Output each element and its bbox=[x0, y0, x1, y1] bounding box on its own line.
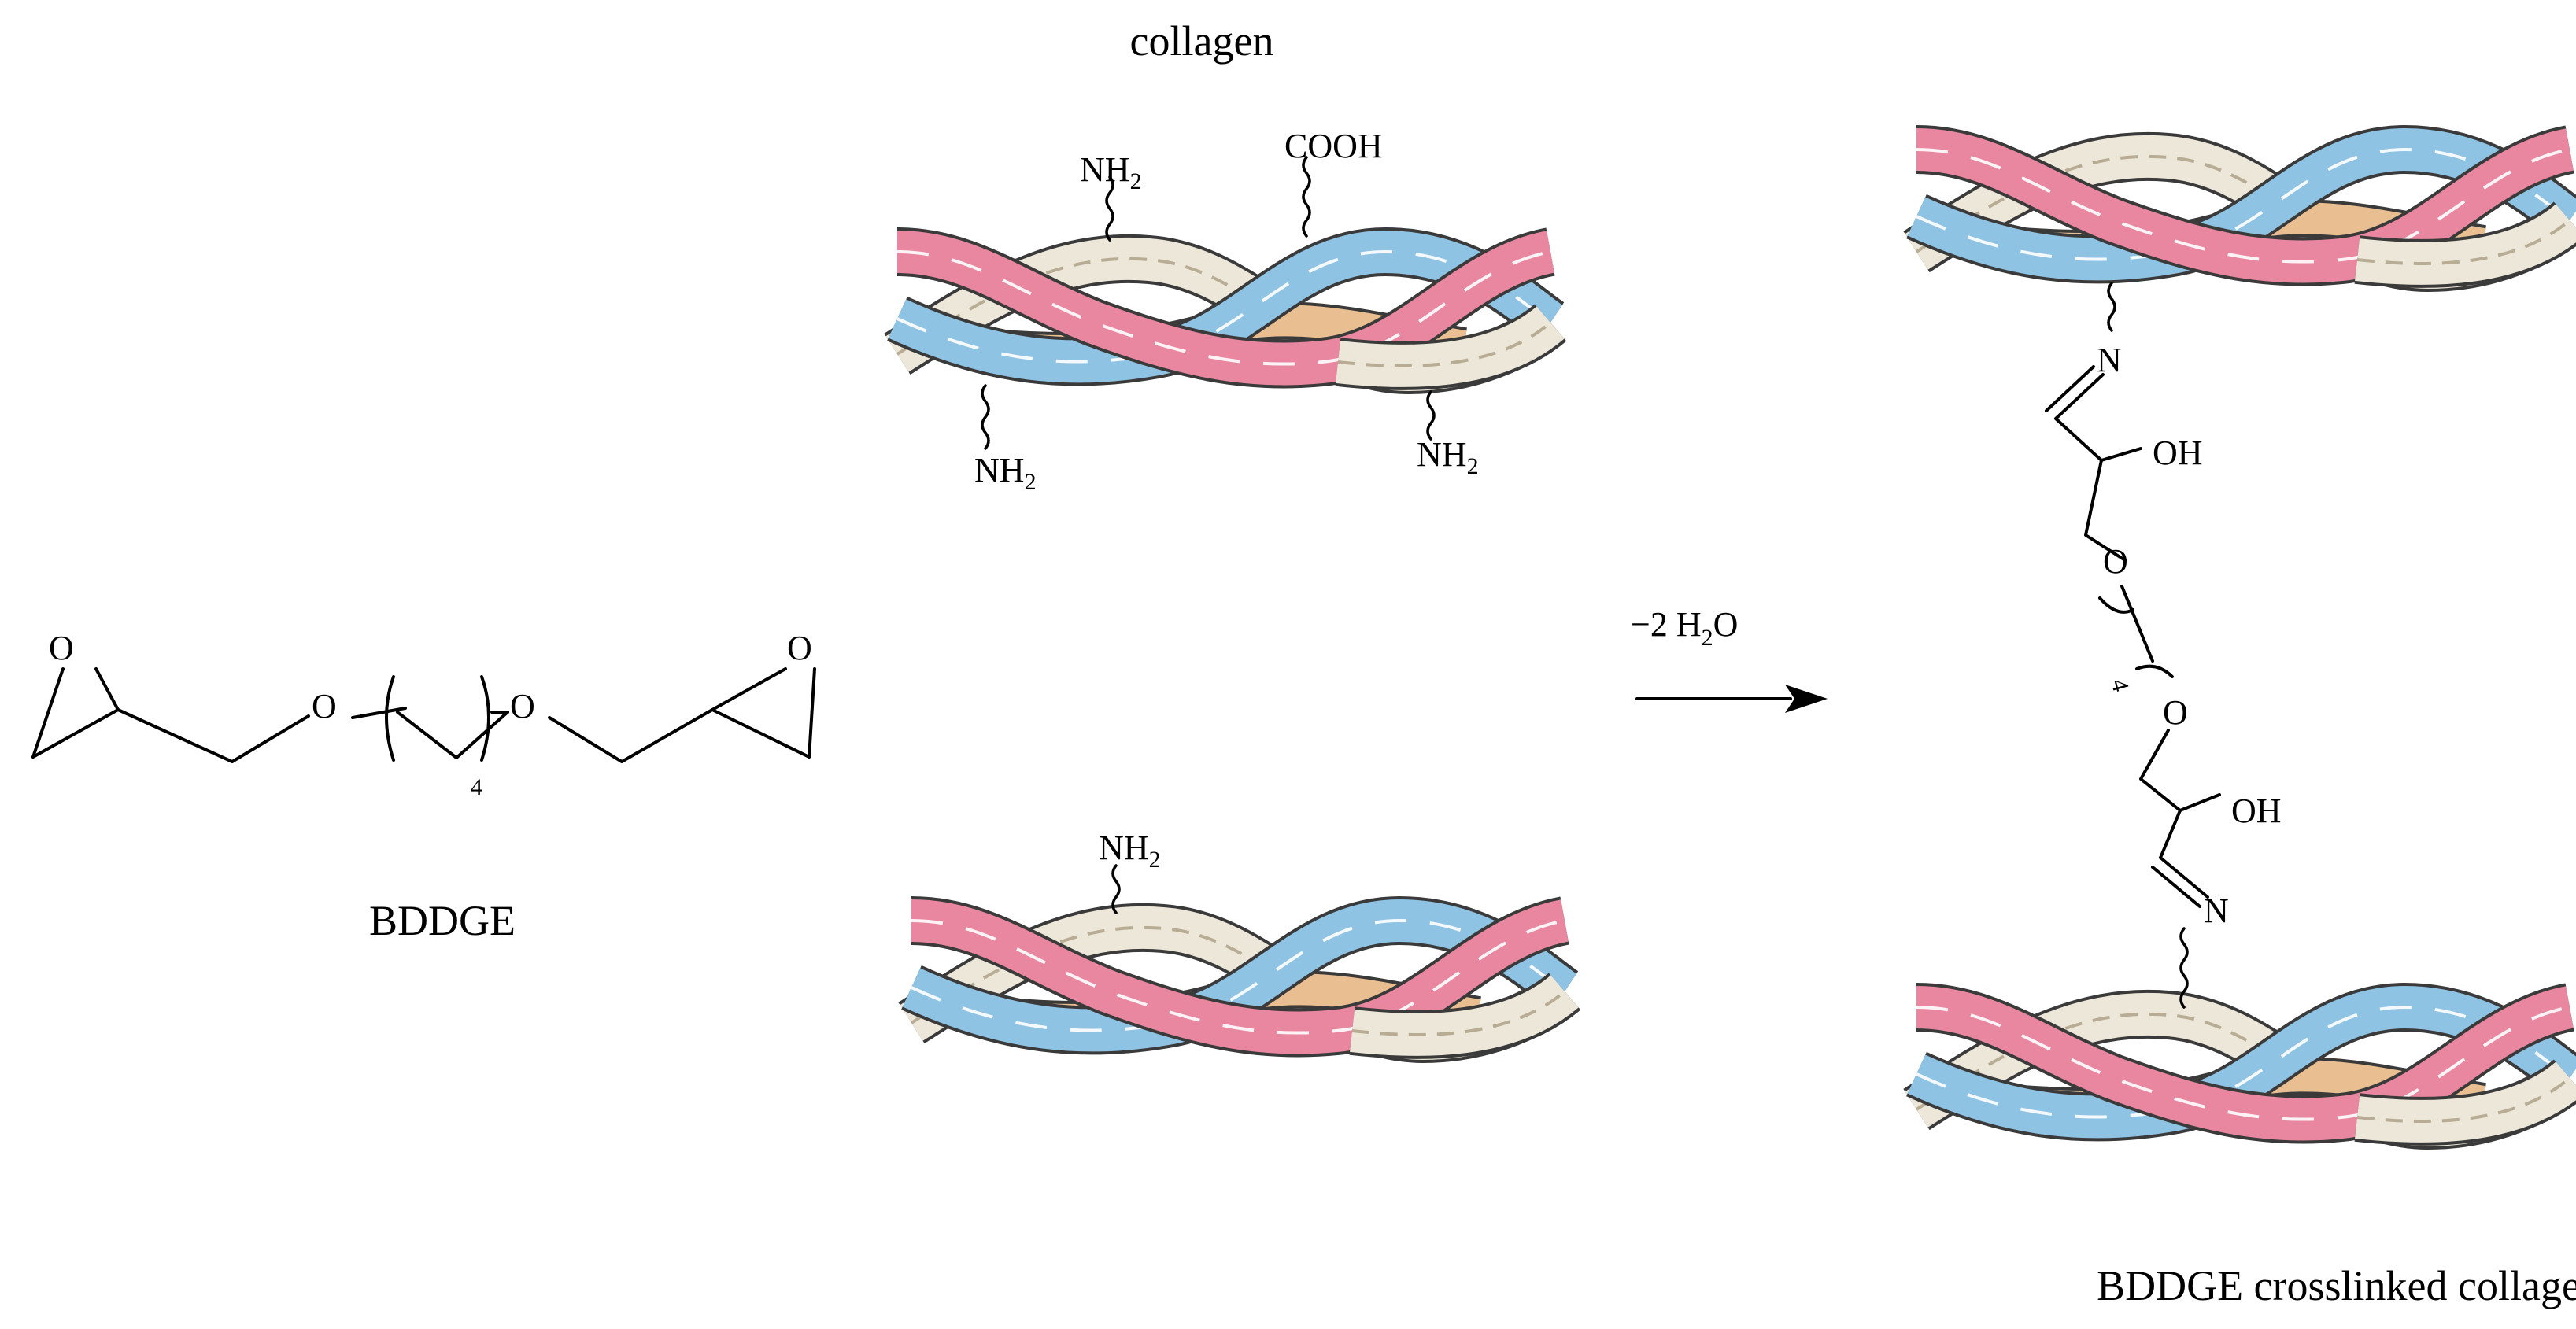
crosslinked-collagen: N OH O 4 O OH N bbox=[1916, 150, 2570, 1125]
repeat-bracket-right bbox=[480, 675, 490, 762]
hydroxyl-lower: OH bbox=[2231, 792, 2282, 830]
bddge-caption: BDDGE bbox=[369, 897, 516, 944]
reaction-arrow: −2 H2O bbox=[1631, 605, 1828, 713]
carboxyl-group: COOH bbox=[1284, 127, 1383, 165]
hydroxyl-upper: OH bbox=[2153, 434, 2203, 472]
atom-n-imine-upper: N bbox=[2097, 341, 2122, 379]
collagen-fibril-lower bbox=[1916, 1007, 2570, 1125]
atom-o-upper: O bbox=[2103, 542, 2128, 581]
atom-o-ether-left: O bbox=[312, 687, 337, 725]
repeat-bracket-left bbox=[385, 675, 395, 762]
collagen-fibril-upper bbox=[1916, 150, 2570, 268]
amine-group-1: NH2 bbox=[1080, 150, 1142, 194]
atom-o-epoxide-right: O bbox=[787, 629, 812, 667]
atom-n-imine-lower: N bbox=[2204, 892, 2229, 930]
crosslinked-collagen-caption: BDDGE crosslinked collagen bbox=[2097, 1262, 2576, 1309]
collagen-caption: collagen bbox=[1130, 17, 1274, 65]
atom-o-epoxide-left: O bbox=[49, 629, 74, 667]
atom-o-ether-right: O bbox=[510, 687, 535, 725]
epoxide-ring-left: O bbox=[31, 629, 120, 759]
collagen-fibril-bottom: NH2 bbox=[911, 829, 1565, 1039]
repeat-count-crosslinker: 4 bbox=[2105, 676, 2134, 694]
amine-group-2: NH2 bbox=[974, 451, 1037, 495]
epoxide-ring-right: O bbox=[711, 629, 816, 759]
arrow-head bbox=[1785, 685, 1828, 713]
collagen-fibril-top: NH2 COOH NH2 NH2 bbox=[897, 127, 1550, 495]
repeat-count: 4 bbox=[471, 774, 482, 800]
atom-o-lower: O bbox=[2163, 693, 2188, 732]
bddge-molecule: O O 4 O O bbox=[31, 629, 816, 800]
amine-group-4: NH2 bbox=[1099, 829, 1161, 873]
amine-group-3: NH2 bbox=[1417, 435, 1479, 479]
reaction-condition: −2 H2O bbox=[1631, 605, 1738, 651]
